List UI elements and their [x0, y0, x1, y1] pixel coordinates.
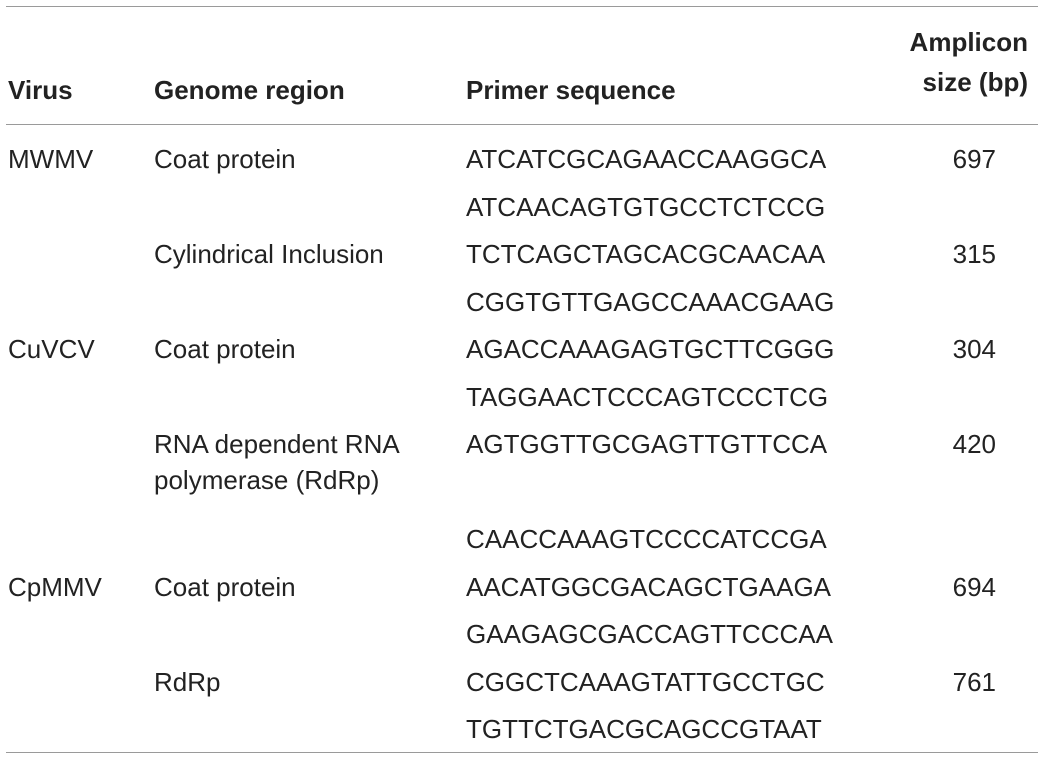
table-row: RNA dependent RNA polymerase (RdRp) AGTGGT…	[6, 421, 1038, 516]
cell-primer-sequence: AACATGGCGACAGCTGAAGA	[466, 571, 832, 602]
cell-primer-sequence: CGGCTCAAAGTATTGCCTGC	[466, 666, 825, 697]
cell-primer-sequence: ATCAACAGTGTGCCTCTCCG	[466, 191, 826, 222]
cell-amplicon-size: 761	[952, 666, 996, 697]
table-row: CGGTGTTGAGCCAAACGAAG	[6, 279, 1038, 327]
cell-primer-sequence: CGGTGTTGAGCCAAACGAAG	[466, 286, 835, 317]
genome-region-line: Coat protein	[154, 144, 296, 174]
table-header-rule	[6, 124, 1038, 125]
cell-primer-sequence: CAACCAAAGTCCCCATCCGA	[466, 524, 827, 554]
table-row: CAACCAAAGTCCCCATCCGA	[6, 516, 1038, 564]
cell-genome-region: Cylindrical Inclusion	[154, 236, 384, 272]
genome-region-line: Coat protein	[154, 334, 296, 364]
table-row: ATCAACAGTGTGCCTCTCCG	[6, 184, 1038, 232]
header-amplicon-line2: size (bp)	[922, 67, 1028, 97]
genome-region-line: RNA dependent RNA	[154, 429, 400, 459]
table-row: CuVCV Coat protein AGACCAAAGAGTGCTTCGGG 304	[6, 326, 1038, 374]
cell-genome-region: RNA dependent RNA polymerase (RdRp)	[154, 426, 400, 498]
cell-genome-region: RdRp	[154, 664, 220, 700]
cell-primer-sequence: AGTGGTTGCGAGTTGTTCCA	[466, 429, 828, 459]
cell-amplicon-size: 694	[952, 571, 996, 602]
cell-primer-sequence: TGTTCTGACGCAGCCGTAAT	[466, 714, 822, 744]
header-primer-sequence: Primer sequence	[466, 75, 676, 105]
cell-amplicon-size: 697	[952, 144, 996, 174]
table-row: GAAGAGCGACCAGTTCCCAA	[6, 611, 1038, 659]
table-row: TGTTCTGACGCAGCCGTAAT	[6, 706, 1038, 754]
cell-amplicon-size: 420	[952, 429, 996, 459]
table-header: Virus Genome region Primer sequence Ampl…	[6, 0, 1038, 124]
header-genome-region: Genome region	[154, 75, 345, 105]
cell-primer-sequence: TAGGAACTCCCAGTCCCTCG	[466, 381, 829, 412]
table-row: TAGGAACTCCCAGTCCCTCG	[6, 374, 1038, 422]
cell-genome-region: Coat protein	[154, 569, 296, 605]
cell-primer-sequence: AGACCAAAGAGTGCTTCGGG	[466, 334, 835, 364]
cell-primer-sequence: TCTCAGCTAGCACGCAACAA	[466, 239, 826, 269]
cell-genome-region: Coat protein	[154, 331, 296, 367]
genome-region-line: polymerase (RdRp)	[154, 465, 380, 495]
table-row: MWMV Coat protein ATCATCGCAGAACCAAGGCA 697	[6, 136, 1038, 184]
cell-primer-sequence: GAAGAGCGACCAGTTCCCAA	[466, 619, 833, 649]
table-row: RdRp CGGCTCAAAGTATTGCCTGC 761	[6, 659, 1038, 707]
genome-region-line: RdRp	[154, 666, 221, 697]
table-top-rule	[6, 6, 1038, 7]
header-virus: Virus	[8, 75, 73, 105]
table-row: Cylindrical Inclusion TCTCAGCTAGCACGCAACA…	[6, 231, 1038, 279]
cell-virus: CuVCV	[8, 334, 95, 364]
cell-primer-sequence: ATCATCGCAGAACCAAGGCA	[466, 144, 827, 174]
table-bottom-rule	[6, 752, 1038, 753]
cell-virus: CpMMV	[8, 571, 102, 602]
cell-amplicon-size: 315	[952, 239, 996, 269]
genome-region-line: Cylindrical Inclusion	[154, 239, 384, 269]
header-amplicon-size: Amplicon size (bp)	[828, 22, 1028, 102]
cell-virus: MWMV	[8, 144, 94, 174]
cell-genome-region: Coat protein	[154, 141, 296, 177]
genome-region-line: Coat protein	[154, 571, 296, 602]
cell-amplicon-size: 304	[952, 334, 996, 364]
table-row: CpMMV Coat protein AACATGGCGACAGCTGAAGA 694	[6, 564, 1038, 612]
header-amplicon-line1: Amplicon	[909, 27, 1028, 57]
